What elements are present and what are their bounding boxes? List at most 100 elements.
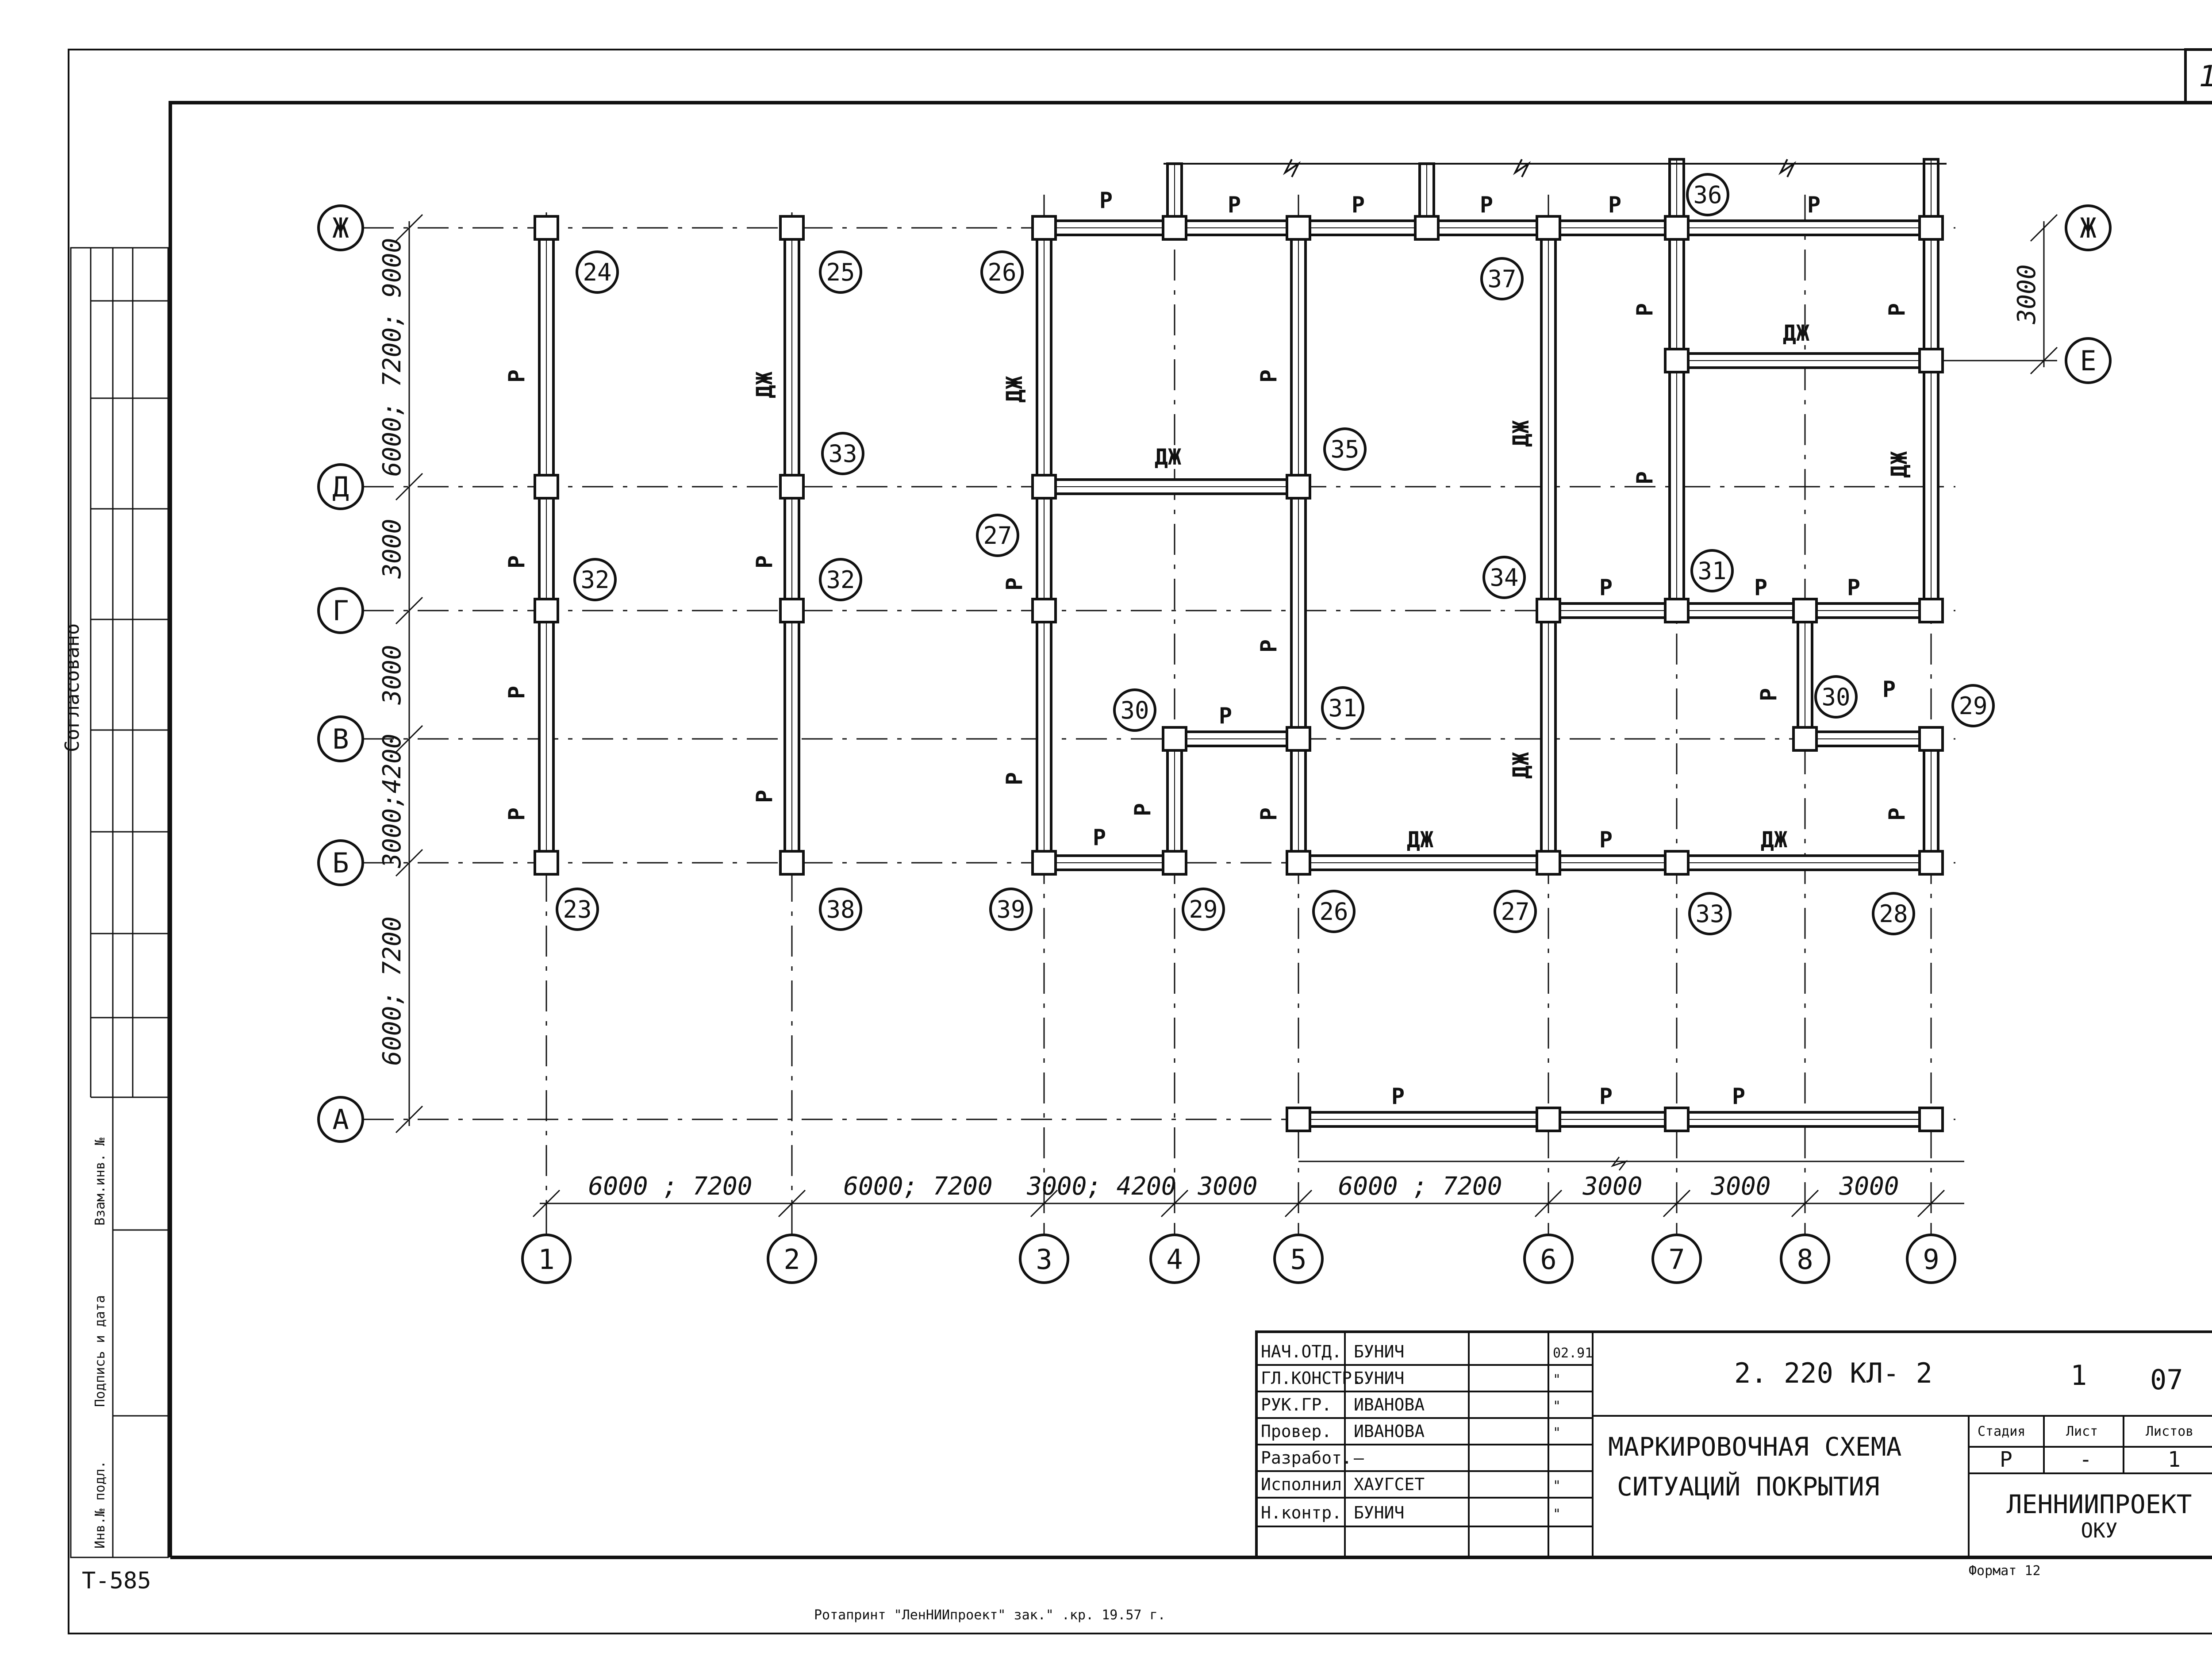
- beam-label-v5: Р: [752, 555, 777, 569]
- mark-circle-17: [819, 888, 862, 931]
- mark-label-3: 37: [1487, 265, 1516, 293]
- doc-code: 2. 220 КЛ- 2: [1734, 1357, 1932, 1389]
- title-block: НАЧ.ОТД.ГЛ.КОНСТР.РУК.ГР.Провер.Разработ…: [1255, 1330, 2212, 1559]
- mark-circle-8: [573, 558, 617, 601]
- inner-frame-bottom-right: [170, 1556, 2212, 1559]
- beam-label-v16: Р: [1632, 471, 1658, 484]
- sheets-label: Листов: [2146, 1424, 2193, 1439]
- beam-label-h9: Р: [1754, 575, 1767, 600]
- mark-label-14: 30: [1821, 683, 1850, 711]
- beam-label-h19: Р: [1882, 676, 1896, 702]
- beam-label-v1: Р: [504, 555, 530, 569]
- tb-date-2: ": [1553, 1399, 1561, 1414]
- beam-label-h14: Р: [1599, 827, 1613, 853]
- left-stamp: Согласовано Взам.инв. № Подпись и дата И…: [61, 247, 169, 1558]
- axis-number-4: 5: [1290, 1243, 1306, 1276]
- beam-label-v12: Р: [1256, 807, 1282, 821]
- axis-bubble-num-2: [1019, 1234, 1069, 1284]
- mark-circle-20: [1312, 890, 1356, 933]
- beam-label-v9: Р: [1002, 772, 1027, 785]
- mark-label-0: 24: [583, 258, 611, 286]
- dim-horizontal-1: 6000; 7200: [843, 1172, 992, 1201]
- mark-label-4: 36: [1693, 181, 1722, 209]
- tb-role-2: РУК.ГР.: [1261, 1395, 1332, 1414]
- footer-print: Ротапринт "ЛенНИИпроект" зак." .кр. 19.5…: [814, 1607, 1166, 1623]
- beam-label-h2: Р: [1352, 192, 1365, 218]
- sheet-label: Лист: [2066, 1424, 2098, 1439]
- axis-number-2: 3: [1036, 1243, 1052, 1276]
- footer-code: Т-585: [82, 1568, 151, 1594]
- tb-name-6: БУНИЧ: [1354, 1503, 1404, 1522]
- axis-number-0: 1: [538, 1243, 554, 1276]
- orig-inv-label: Инв.№ подл.: [92, 1461, 108, 1549]
- tb-name-3: ИВАНОВА: [1354, 1422, 1425, 1441]
- axis-bubble-num-3: [1149, 1234, 1200, 1284]
- beam-label-h18: Р: [1732, 1084, 1745, 1109]
- beam-label-v3: Р: [504, 807, 530, 821]
- beam-label-h12: Р: [1093, 825, 1106, 850]
- mark-circle-19: [1182, 888, 1225, 931]
- axis-letter-0: Ж: [332, 212, 349, 244]
- mark-circle-11: [1690, 549, 1734, 592]
- inner-frame-top-left: [169, 101, 2212, 1557]
- beam-label-v0: Р: [504, 369, 530, 383]
- mark-label-5: 33: [828, 440, 857, 468]
- axis-bubble-num-6: [1651, 1234, 1702, 1284]
- beam-label-h13: ДЖ: [1407, 827, 1433, 853]
- format-label: Формат 12: [1969, 1563, 2041, 1579]
- axis-bubble-0: [317, 204, 364, 251]
- mark-circle-21: [1494, 890, 1537, 933]
- mark-circle-12: [1113, 688, 1156, 732]
- axis-number-8: 9: [1923, 1243, 1939, 1276]
- mark-label-10: 34: [1490, 564, 1518, 592]
- mark-circle-22: [1688, 892, 1732, 935]
- beam-label-h16: Р: [1391, 1084, 1405, 1109]
- axis-letter-2: Д: [332, 471, 349, 503]
- dim-horizontal-4: 6000 ; 7200: [1338, 1172, 1502, 1201]
- mark-circle-3: [1480, 257, 1524, 300]
- tb-date-5: ": [1553, 1478, 1561, 1494]
- mark-label-9: 32: [826, 566, 855, 594]
- beam-label-h3: Р: [1480, 192, 1493, 218]
- doc-number-b: 07: [2150, 1364, 2183, 1396]
- axis-number-3: 4: [1166, 1243, 1183, 1276]
- beam-label-h4: Р: [1608, 192, 1621, 218]
- beam-label-v20: Р: [1130, 803, 1156, 816]
- axis-number-7: 8: [1797, 1243, 1813, 1276]
- mark-label-8: 32: [580, 566, 609, 594]
- axis-letter-1: Е: [2080, 345, 2096, 377]
- axis-bubble-num-1: [767, 1234, 817, 1284]
- axis-bubble-4: [317, 715, 364, 762]
- mark-label-21: 27: [1501, 898, 1529, 926]
- beam-label-h1: Р: [1228, 192, 1241, 218]
- axis-bubble-num-5: [1523, 1234, 1574, 1284]
- tb-name-1: БУНИЧ: [1354, 1368, 1404, 1388]
- tb-role-4: Разработ.: [1261, 1448, 1352, 1468]
- mark-label-12: 30: [1120, 696, 1149, 724]
- mark-label-7: 27: [983, 522, 1012, 550]
- tb-role-0: НАЧ.ОТД.: [1261, 1342, 1342, 1361]
- beam-label-v4: ДЖ: [752, 372, 777, 398]
- columns: [534, 215, 1944, 1132]
- axis-bubble-num-8: [1906, 1234, 1956, 1284]
- beam-label-h0: Р: [1099, 188, 1113, 213]
- axis-bubble-5: [317, 839, 364, 886]
- mark-circle-10: [1482, 556, 1526, 599]
- mark-label-22: 33: [1695, 900, 1724, 928]
- tb-date-3: ": [1553, 1425, 1561, 1441]
- beam-label-v10: Р: [1256, 369, 1282, 383]
- beam-label-v13: ДЖ: [1508, 420, 1534, 447]
- axis-number-6: 7: [1668, 1243, 1685, 1276]
- tb-role-5: Исполнил: [1261, 1475, 1342, 1494]
- mark-circle-16: [556, 888, 599, 931]
- tb-role-3: Провер.: [1261, 1422, 1332, 1441]
- beam-label-v15: Р: [1632, 303, 1658, 316]
- axis-letter-5: Б: [332, 847, 349, 879]
- tb-name-4: —: [1354, 1448, 1364, 1468]
- mark-label-1: 25: [826, 258, 855, 286]
- beam-label-h17: Р: [1599, 1084, 1613, 1109]
- tb-role-6: Н.контр.: [1261, 1503, 1342, 1522]
- stage-label: Стадия: [1978, 1424, 2025, 1439]
- dim-vertical-0: 6000; 7200; 9000: [378, 238, 407, 477]
- mark-label-19: 29: [1189, 896, 1217, 923]
